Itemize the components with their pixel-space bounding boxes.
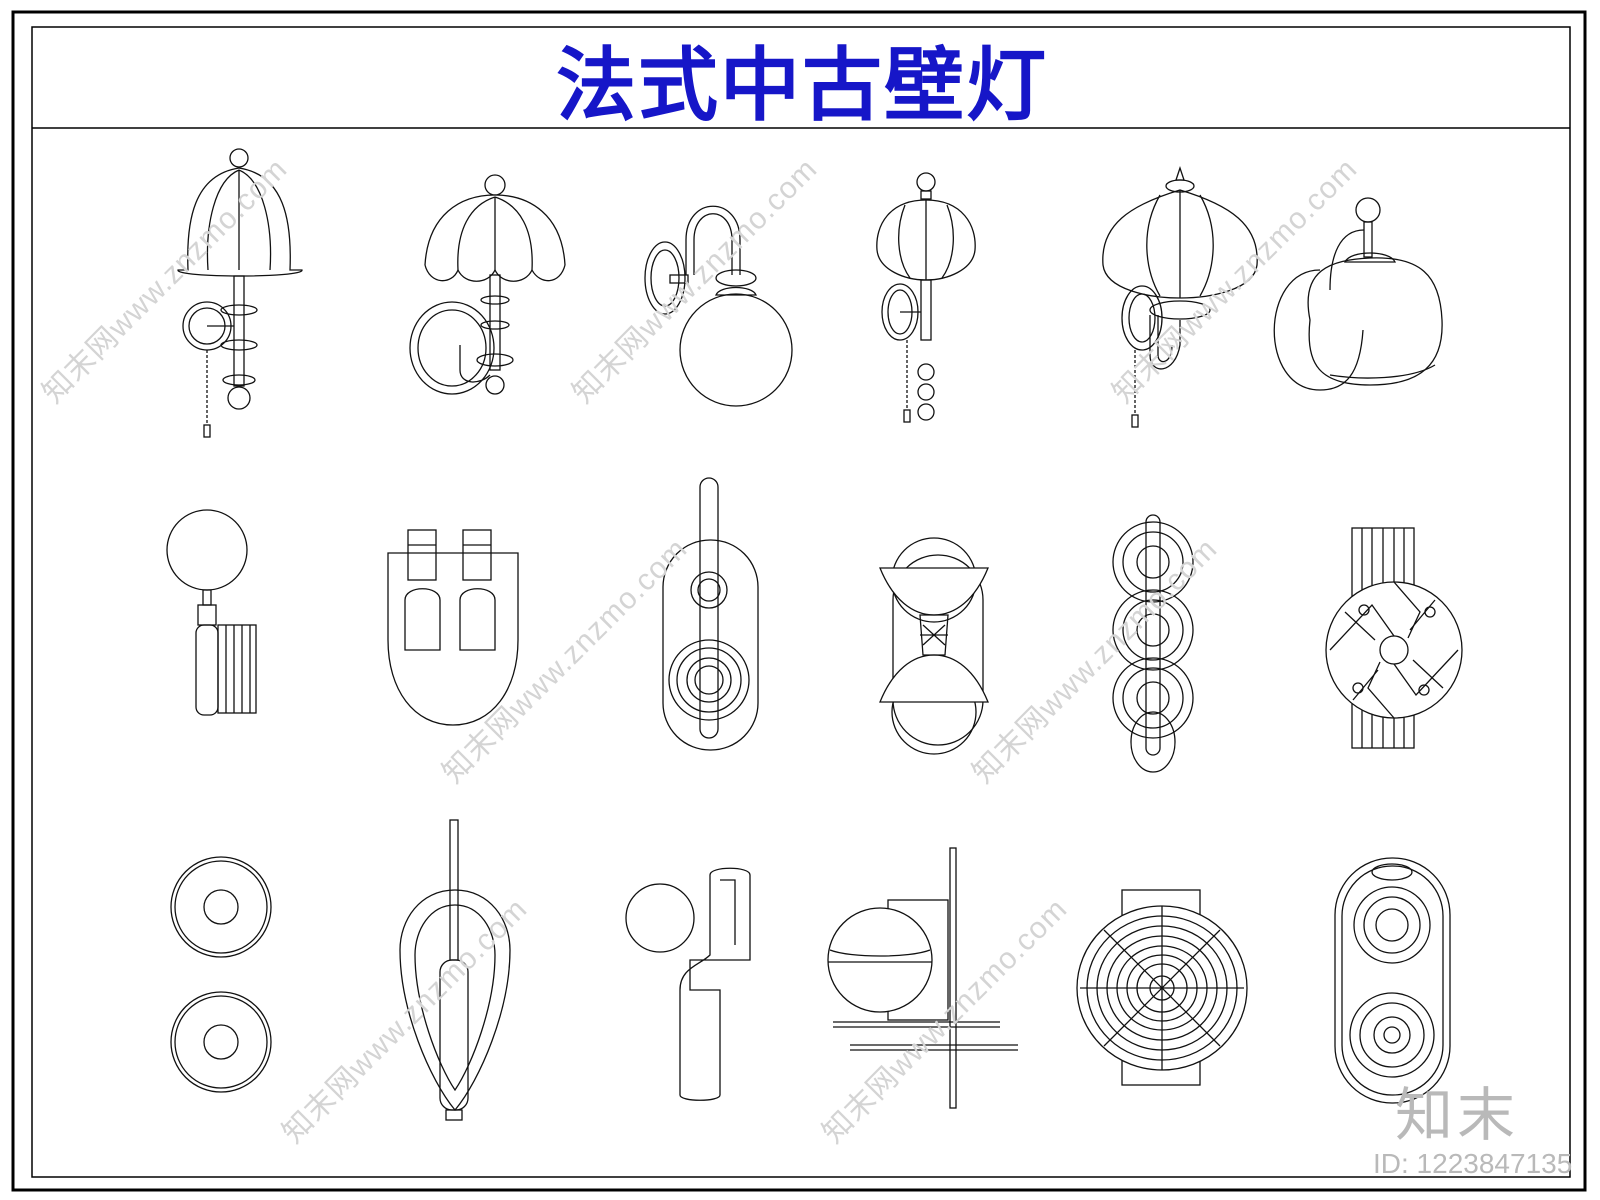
half-globe-bar-wall-lamp-icon [827, 847, 1018, 1109]
capsule-ring-wall-lamp-icon [662, 477, 759, 751]
globe-arm-wall-lamp-icon [166, 509, 257, 716]
twin-bottle-wall-lamp-icon [387, 529, 519, 726]
oval-shade-wall-lamp-icon [1273, 197, 1443, 391]
pumpkin-shade-wall-lamp-icon [876, 172, 976, 423]
bell-shade-wall-lamp-icon [177, 148, 303, 438]
page-title: 法式中古壁灯 [556, 38, 1048, 132]
teardrop-rod-wall-lamp-icon [399, 819, 511, 1121]
woven-disc-wall-lamp-icon [1076, 889, 1248, 1086]
scalloped-umbrella-wall-lamp-icon [409, 174, 566, 395]
gooseneck-globe-wall-lamp-icon [644, 205, 793, 407]
twin-ring-oval-wall-lamp-icon [1334, 857, 1451, 1104]
sculpted-globe-wall-lamp-icon [625, 867, 751, 1101]
double-dome-wall-lamp-icon [879, 537, 989, 755]
onion-dome-wall-lamp-icon [1102, 165, 1258, 428]
watermark-logo: 知末 [1395, 1081, 1520, 1149]
double-disc-wall-lamp-icon [170, 856, 272, 1093]
carved-disc-wall-lamp-icon [1325, 527, 1463, 749]
ring-chain-wall-lamp-icon [1112, 514, 1194, 773]
watermark-id: ID: 1223847135 [1373, 1148, 1573, 1179]
